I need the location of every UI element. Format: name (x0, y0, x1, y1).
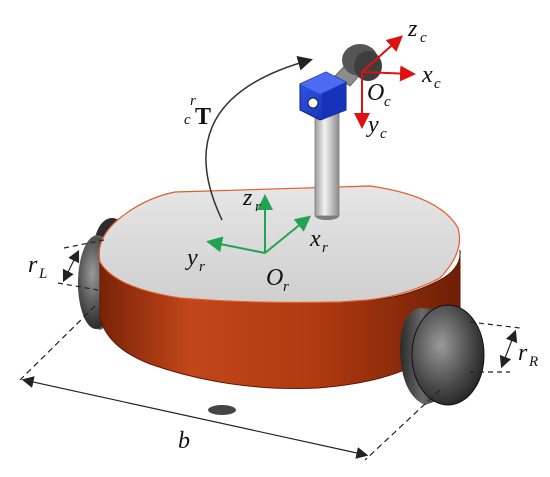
wheelbase-label: b (178, 428, 190, 454)
transform-arc (205, 55, 313, 221)
left-radius-sub: L (38, 266, 47, 282)
robot-z-sub: r (255, 199, 261, 215)
transform-sup: r (190, 93, 196, 109)
camera-frame-axes (354, 35, 416, 129)
transform-T: T (195, 104, 211, 130)
cam-y-label: y (366, 112, 379, 138)
robot-frame-labels: z r x r y r O r (185, 185, 328, 295)
right-wheel (400, 304, 485, 406)
robot-origin-label: O (266, 265, 283, 291)
cam-origin-label: O (367, 80, 384, 106)
left-radius-label: r (28, 252, 38, 278)
robot-frame-axes (206, 194, 312, 254)
cam-y-sub: c (380, 126, 387, 142)
robot-z-label: z (242, 185, 253, 211)
cam-origin-sub: c (384, 94, 391, 110)
robot-x-label: x (309, 226, 321, 252)
dimension-lines (19, 239, 521, 461)
cam-z-label: z (407, 16, 418, 42)
transform-sub: c (184, 112, 191, 128)
robot-origin-sub: r (283, 279, 289, 295)
robot-base-top (98, 185, 461, 304)
transform-label: r c T (184, 93, 211, 130)
robot-y-sub: r (199, 259, 205, 275)
robot-y-label: y (185, 245, 198, 271)
dimension-labels: r L r R b (28, 252, 538, 454)
caster-wheel (208, 405, 236, 415)
right-radius-label: r (518, 340, 528, 366)
cam-z-sub: c (420, 30, 427, 46)
cam-x-label: x (421, 62, 433, 88)
right-radius-sub: R (528, 354, 538, 370)
camera-mast (314, 96, 340, 220)
camera-frame-labels: z c x c y c O c (366, 16, 441, 142)
cam-x-sub: c (434, 76, 441, 92)
robot-x-sub: r (322, 240, 328, 256)
camera (299, 44, 382, 121)
